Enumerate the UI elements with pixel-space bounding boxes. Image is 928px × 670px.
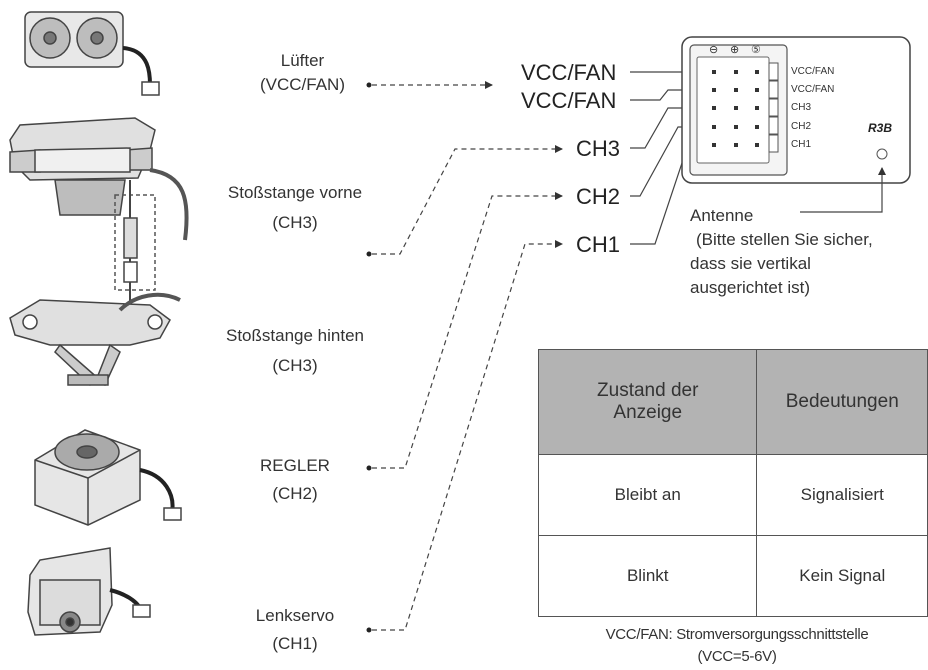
- antenna-note: Antenne (Bitte stellen Sie sicher, dass …: [690, 204, 873, 300]
- receiver-port-label: VCC/FAN: [791, 84, 835, 95]
- servo-name: Lenkservo: [255, 606, 335, 625]
- antenna-title: Antenne: [690, 206, 754, 225]
- port-label-vcc-fan-2: VCC/FAN: [521, 88, 617, 113]
- rear-bumper-name: Stoßstange hinten: [226, 326, 364, 345]
- port-label-vcc-fan-1: VCC/FAN: [521, 60, 617, 85]
- receiver-port-label: CH2: [791, 121, 812, 132]
- fan-label: Lüfter (VCC/FAN): [240, 49, 365, 97]
- esc-channel: (CH2): [272, 484, 318, 503]
- status-table: Zustand der Anzeige Bedeutungen Bleibt a…: [537, 349, 928, 617]
- esc-name: REGLER: [260, 456, 330, 475]
- antenna-note-line: (Bitte stellen Sie sicher,: [696, 230, 873, 249]
- antenna-pointer: [800, 167, 886, 213]
- connection-lines: [372, 81, 563, 631]
- fan-channel: (VCC/FAN): [260, 75, 345, 94]
- dot-markers: [366, 82, 372, 633]
- esc-illustration: [34, 429, 182, 526]
- rear-bumper-label: Stoßstange hinten (CH3): [210, 324, 380, 378]
- rear-bumper-channel: (CH3): [272, 356, 318, 375]
- table-cell: Signalisiert: [756, 454, 928, 536]
- table-cell: Blinkt: [537, 535, 758, 617]
- table-header: Zustand der Anzeige: [537, 349, 758, 455]
- servo-channel: (CH1): [272, 634, 318, 653]
- port-label-ch3: CH3: [576, 136, 621, 161]
- receiver-port-label: CH1: [791, 139, 812, 150]
- table-cell: Bleibt an: [537, 454, 758, 536]
- antenna-note-line: dass sie vertikal: [690, 254, 811, 273]
- receiver-r3b: [681, 36, 911, 184]
- table-row: Bleibt an Signalisiert: [537, 454, 928, 536]
- table-header: Bedeutungen: [756, 349, 928, 455]
- port-label-ch2: CH2: [576, 184, 621, 209]
- port-label-ch1: CH1: [576, 232, 621, 257]
- front-bumper-label: Stoßstange vorne (CH3): [215, 181, 375, 235]
- fan-illustration: [24, 11, 160, 96]
- footnote-line: (VCC=5-6V): [697, 648, 777, 665]
- front-bumper-illustration: [9, 117, 189, 305]
- table-cell: Kein Signal: [756, 535, 928, 617]
- polarity-minus-icon: ⊖: [709, 44, 719, 56]
- receiver-port-label: CH3: [791, 102, 812, 113]
- table-row: Blinkt Kein Signal: [537, 535, 928, 617]
- fan-name: Lüfter: [280, 51, 325, 70]
- front-bumper-channel: (CH3): [272, 213, 318, 232]
- table-header-row: Zustand der Anzeige Bedeutungen: [537, 349, 928, 455]
- led-indicator: [876, 148, 888, 160]
- receiver-port-label: VCC/FAN: [791, 66, 835, 77]
- line-ch3: [372, 145, 563, 255]
- servo-illustration: [27, 547, 151, 636]
- front-bumper-name: Stoßstange vorne: [227, 183, 363, 202]
- line-ch1: [372, 240, 563, 631]
- footnote-line: VCC/FAN: Stromversorgungsschnittstelle: [605, 626, 869, 643]
- polarity-signal-icon: ⑤: [751, 44, 761, 56]
- antenna-note-line: ausgerichtet ist): [690, 278, 810, 297]
- receiver-model: R3B: [868, 121, 893, 135]
- rear-bumper-illustration: [9, 292, 181, 386]
- line-ch2: [372, 192, 563, 469]
- esc-label: REGLER (CH2): [240, 454, 350, 506]
- polarity-plus-icon: ⊕: [730, 44, 740, 56]
- vcc-footnote: VCC/FAN: Stromversorgungsschnittstelle (…: [553, 624, 921, 668]
- servo-label: Lenkservo (CH1): [240, 604, 350, 656]
